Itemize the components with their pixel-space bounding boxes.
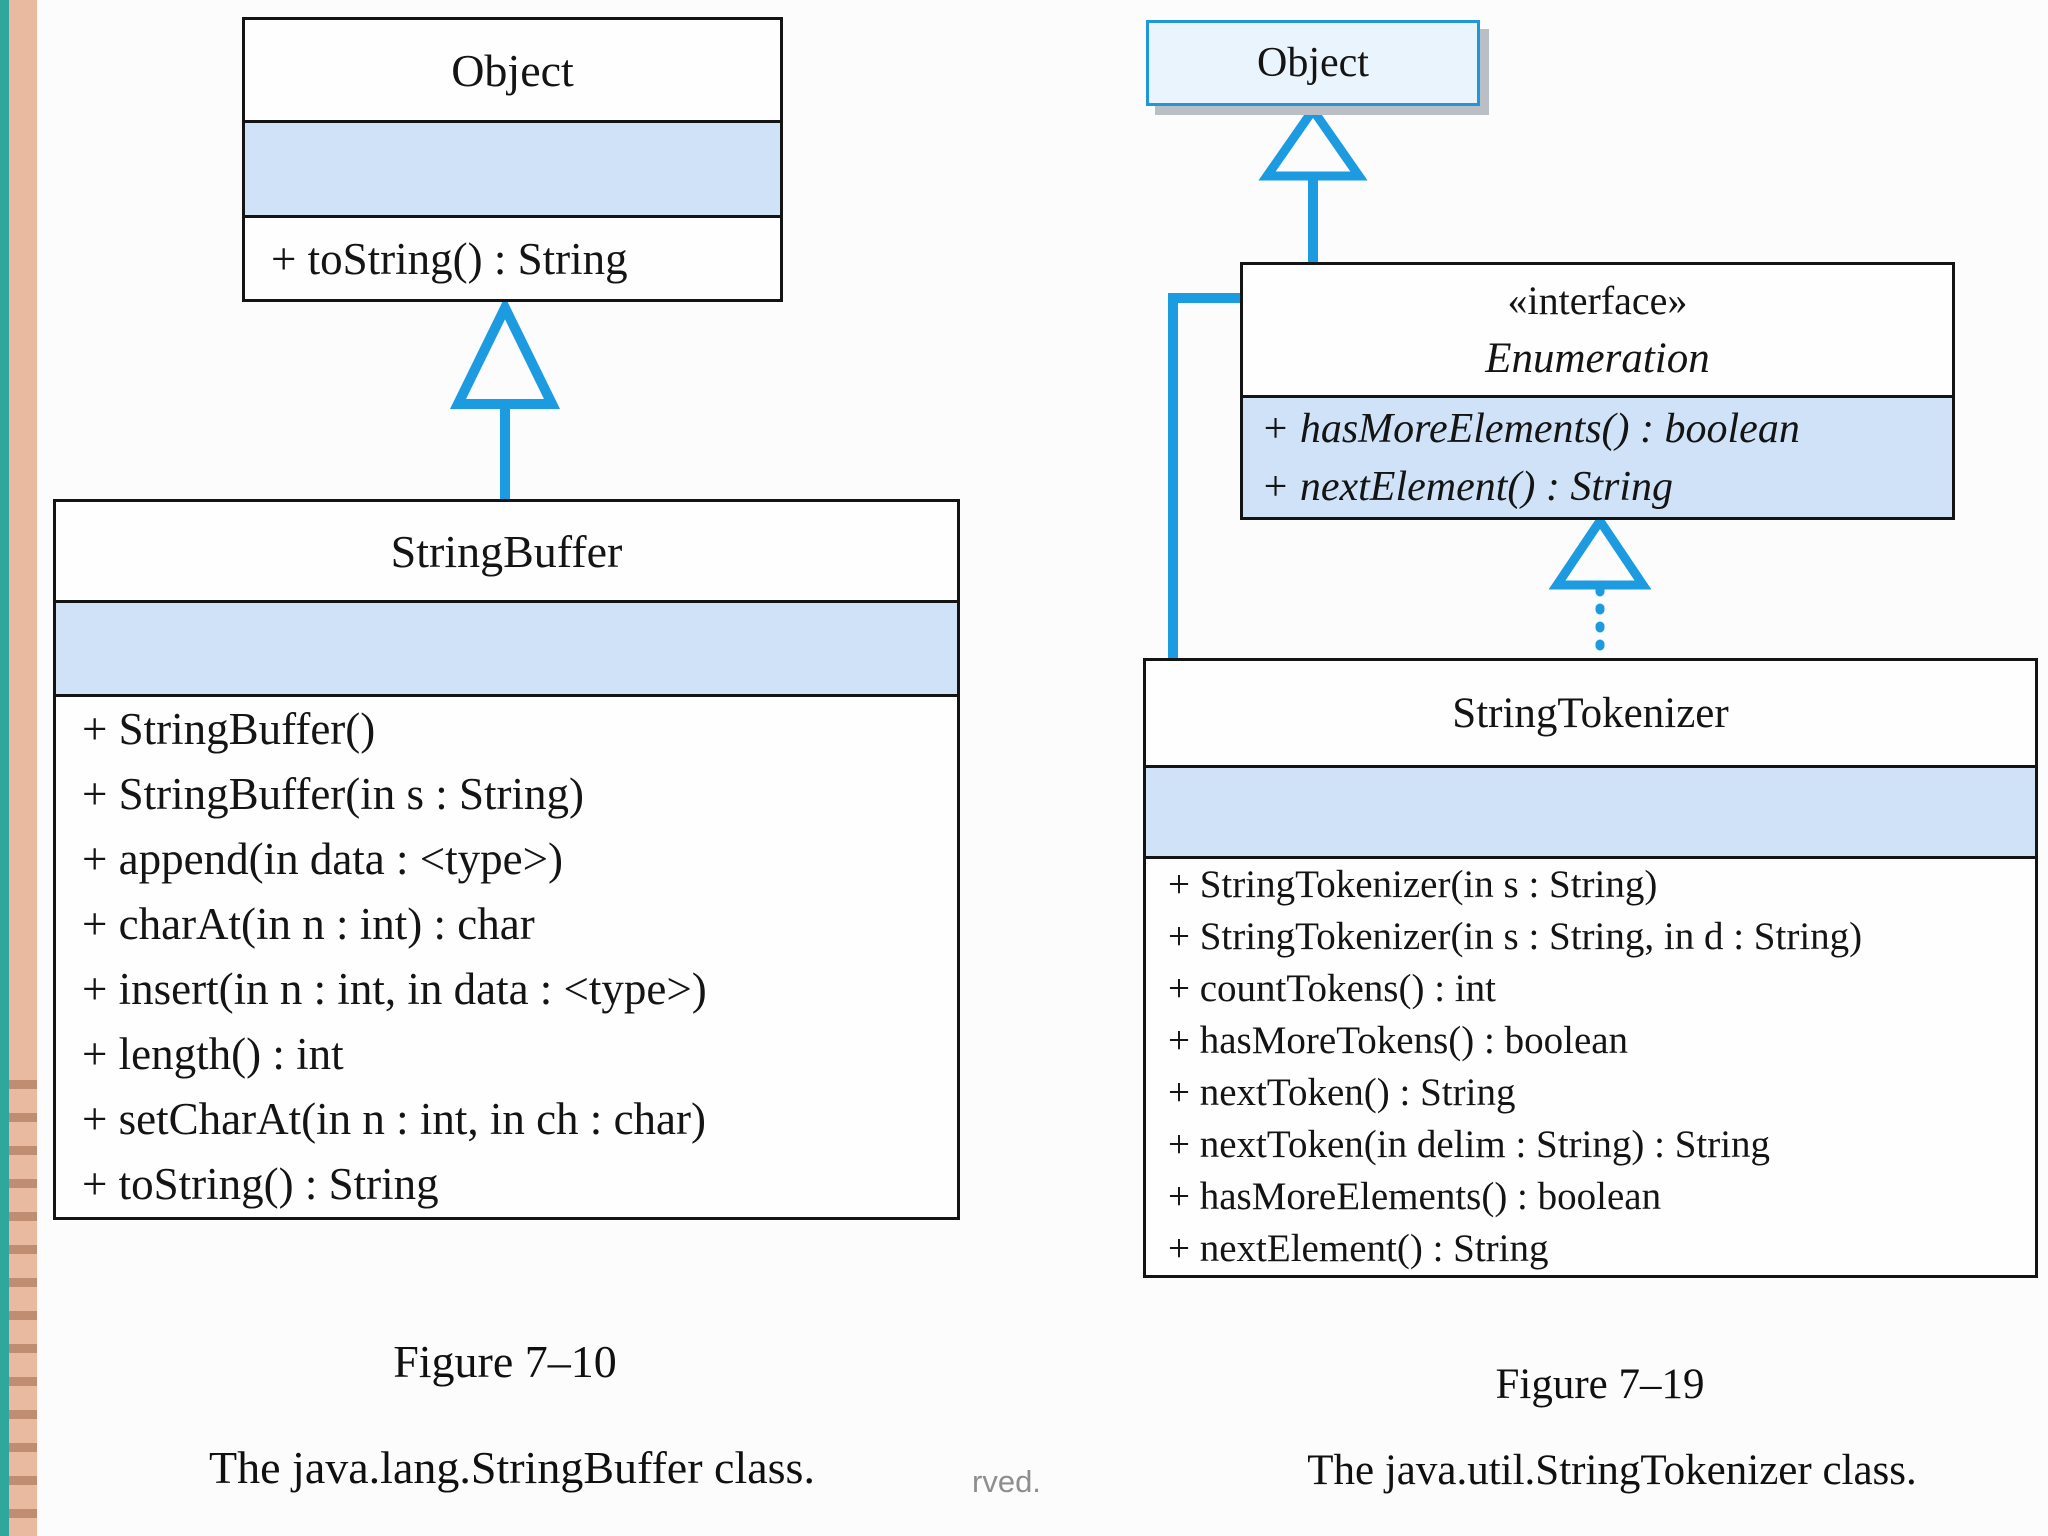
method-line: + charAt(in n : int) : char [82, 899, 535, 949]
method-line: + StringBuffer() [82, 704, 376, 754]
copyright-fragment: rved. [972, 1464, 1041, 1499]
figure-caption-right: The java.util.StringTokenizer class. [1307, 1447, 1917, 1494]
methods-compartment: + hasMoreElements() : boolean + nextElem… [1243, 395, 1952, 517]
figure-label-right: Figure 7–19 [1495, 1361, 1705, 1408]
method-line: + nextElement() : String [1168, 1227, 1549, 1270]
method-line: + nextToken(in delim : String) : String [1168, 1123, 1771, 1166]
method-line: + toString() : String [271, 233, 628, 284]
method-line: + hasMoreElements() : boolean [1261, 405, 1800, 452]
class-title: Object [451, 44, 574, 96]
method-line: + StringBuffer(in s : String) [82, 769, 585, 819]
interface-title: Enumeration [1485, 335, 1710, 382]
class-box-object-left: Object + toString() : String [242, 17, 783, 302]
methods-compartment: + StringBuffer() + StringBuffer(in s : S… [56, 694, 957, 1217]
class-title: StringBuffer [390, 525, 623, 577]
method-line: + length() : int [82, 1029, 344, 1079]
interface-stereotype: «interface» [1507, 278, 1688, 323]
method-line: + append(in data : <type>) [82, 834, 563, 884]
method-line: + StringTokenizer(in s : String) [1168, 863, 1658, 906]
class-title: Object [1257, 40, 1369, 86]
method-line: + setCharAt(in n : int, in ch : char) [82, 1094, 706, 1144]
method-line: + nextToken() : String [1168, 1071, 1516, 1114]
interface-header: «interface» Enumeration [1243, 265, 1952, 395]
class-box-stringbuffer: StringBuffer + StringBuffer() + StringBu… [53, 499, 960, 1220]
interface-box-enumeration: «interface» Enumeration + hasMoreElement… [1240, 262, 1955, 520]
method-line: + nextElement() : String [1261, 463, 1674, 510]
realization-arrow-stringtokenizer-enumeration [1548, 512, 1652, 665]
method-line: + toString() : String [82, 1159, 439, 1209]
figure-caption-left: The java.lang.StringBuffer class. [209, 1442, 815, 1493]
methods-compartment: + toString() : String [245, 215, 780, 299]
class-box-stringtokenizer: StringTokenizer + StringTokenizer(in s :… [1143, 658, 2038, 1278]
attributes-compartment [56, 600, 957, 694]
class-box-object-right: Object [1146, 20, 1480, 106]
method-line: + StringTokenizer(in s : String, in d : … [1168, 915, 1863, 958]
binding-stripe-teal [0, 0, 9, 1536]
figure-label-left: Figure 7–10 [393, 1336, 617, 1387]
method-line: + insert(in n : int, in data : <type>) [82, 964, 707, 1014]
binding-stripe-ridges [9, 1056, 37, 1536]
methods-compartment: + StringTokenizer(in s : String) + Strin… [1146, 856, 2035, 1275]
generalization-arrow-stringbuffer-object [449, 296, 561, 499]
method-line: + countTokens() : int [1168, 967, 1496, 1010]
attributes-compartment [245, 120, 780, 215]
method-line: + hasMoreTokens() : boolean [1168, 1019, 1629, 1062]
method-line: + hasMoreElements() : boolean [1168, 1175, 1662, 1218]
attributes-compartment [1146, 765, 2035, 856]
class-title: StringTokenizer [1452, 689, 1729, 737]
